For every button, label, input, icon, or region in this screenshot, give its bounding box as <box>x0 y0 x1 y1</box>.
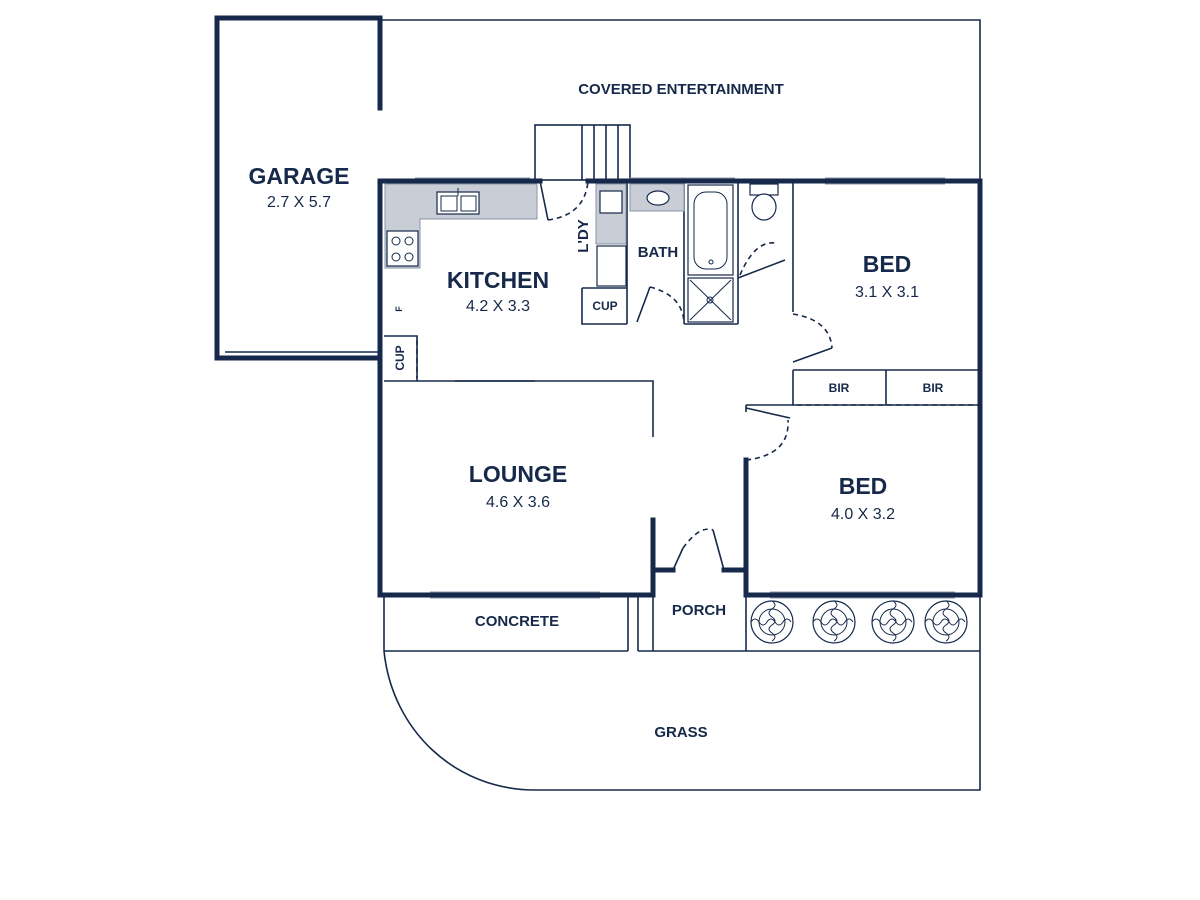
bed1-size: 3.1 X 3.1 <box>855 284 919 301</box>
shower-icon <box>687 277 734 323</box>
covered-entertainment-outline <box>382 19 981 180</box>
basin-icon <box>646 190 670 206</box>
washer-icon <box>596 245 627 287</box>
garage-name: GARAGE <box>249 163 350 189</box>
house-walls <box>377 178 983 598</box>
kitchen-cupboard-label: CUP <box>393 345 407 370</box>
lounge-name: LOUNGE <box>469 461 567 487</box>
concrete-label: CONCRETE <box>475 613 559 630</box>
garage <box>214 15 383 361</box>
kitchen-bench <box>384 183 538 269</box>
cooktop-icon <box>386 230 419 267</box>
wet-area-fixtures <box>595 183 779 323</box>
labels: COVERED ENTERTAINMENT GARAGE 2.7 X 5.7 K… <box>249 81 944 741</box>
bir-left-label: BIR <box>829 381 850 395</box>
grass-outline <box>383 650 981 791</box>
kitchen-name: KITCHEN <box>447 267 549 293</box>
covered-entertainment-label: COVERED ENTERTAINMENT <box>578 81 784 98</box>
laundry-cupboard-label: CUP <box>592 299 617 313</box>
kitchen-sink-icon <box>436 188 480 215</box>
shrubs <box>750 600 968 644</box>
outdoor-areas <box>382 19 981 791</box>
grass-label: GRASS <box>654 724 707 741</box>
fridge-label: F <box>394 306 404 312</box>
shrub-icon <box>750 600 794 644</box>
garage-size: 2.7 X 5.7 <box>267 194 331 211</box>
doors <box>416 180 980 571</box>
kitchen-fixtures <box>384 183 538 269</box>
bed2-size: 4.0 X 3.2 <box>831 506 895 523</box>
bathtub-icon <box>687 184 734 276</box>
lounge-size: 4.6 X 3.6 <box>486 494 550 511</box>
windows <box>415 177 955 599</box>
bed1-name: BED <box>863 251 912 277</box>
rear-door-swing <box>547 180 589 221</box>
laundry-label: L'DY <box>575 219 592 253</box>
bed2-name: BED <box>839 473 888 499</box>
trough-icon <box>599 190 623 214</box>
steps <box>534 124 631 181</box>
shrub-icon <box>871 600 915 644</box>
garage-walls <box>214 15 383 361</box>
bir-right-label: BIR <box>923 381 944 395</box>
porch-label: PORCH <box>672 602 726 619</box>
kitchen-size: 4.2 X 3.3 <box>466 298 530 315</box>
bath-label: BATH <box>638 244 679 261</box>
shrub-icon <box>924 600 968 644</box>
shrub-icon <box>812 600 856 644</box>
toilet-icon <box>749 183 779 221</box>
